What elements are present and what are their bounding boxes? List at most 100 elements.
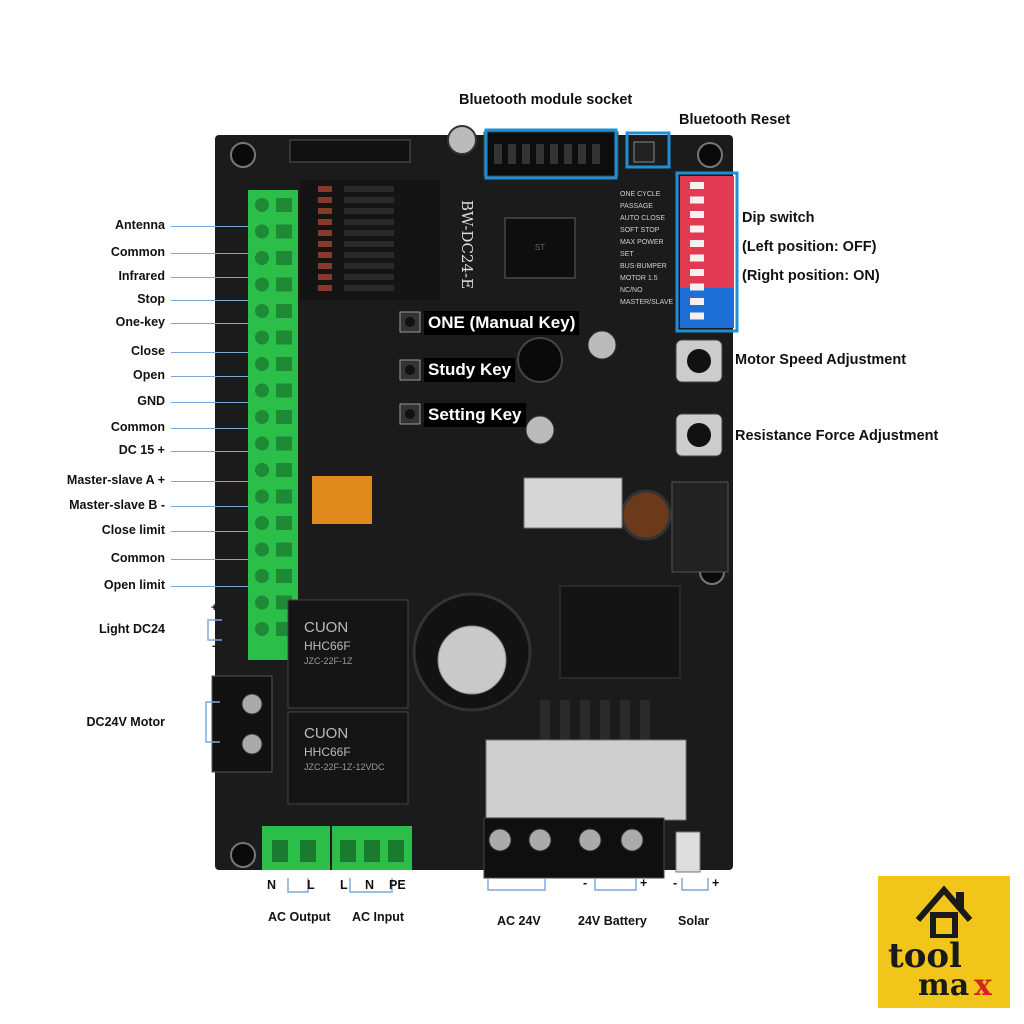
leader-line (171, 300, 248, 301)
dip-toggle (690, 312, 704, 320)
svg-text:JZC-22F-1Z-12VDC: JZC-22F-1Z-12VDC (304, 762, 385, 772)
terminal-slot (276, 304, 292, 318)
left-label: Common (110, 551, 165, 565)
leader-line (171, 402, 248, 403)
left-label: Master-slave B - (69, 498, 165, 512)
indicator-led (318, 274, 332, 280)
one-key-label: ONE (Manual Key) (424, 311, 580, 335)
terminal-screw (255, 489, 269, 504)
regulator (671, 481, 729, 573)
mount-hole-bl (230, 842, 256, 868)
bluetooth-reset-label: Bluetooth Reset (679, 112, 791, 128)
indicator-led (318, 197, 332, 203)
left-label: Light DC24 (99, 622, 165, 636)
terminal-slot (276, 198, 292, 212)
dip-switch-blue (680, 288, 734, 328)
resistor (344, 241, 394, 247)
resistor (344, 263, 394, 269)
terminal-screw (255, 516, 269, 530)
left-label: Master-slave A + (66, 473, 165, 487)
pin-pe-input: PE (389, 878, 406, 892)
leader-line (171, 376, 248, 377)
battery-minus: - (583, 876, 588, 890)
indicator-led (318, 230, 332, 236)
dip-left-label: (Left position: OFF) (742, 239, 877, 255)
left-label: Open limit (103, 578, 165, 592)
solar-connector (675, 831, 701, 873)
leader-line (171, 531, 248, 532)
indicator-led (318, 285, 332, 291)
logo-x: x (974, 968, 992, 1003)
mcu-chip (504, 217, 576, 279)
solar-minus: - (673, 876, 678, 890)
indicator-leds (318, 186, 394, 291)
leader-line (171, 323, 248, 324)
ac24v-label: AC 24V (497, 914, 541, 928)
terminal-slot (276, 410, 292, 424)
terminal-slot (276, 383, 292, 398)
left-label: Close limit (101, 523, 165, 537)
terminal-screw (255, 463, 269, 477)
svg-text:CUON: CUON (304, 725, 348, 742)
left-label: One-key (115, 315, 165, 329)
heatsink-mid (559, 585, 681, 679)
setting-key-label: Setting Key (424, 403, 526, 427)
terminal-slot (276, 330, 292, 345)
house-icon (915, 885, 973, 938)
power-terminal-screws (488, 828, 644, 852)
logo-line1: tool (888, 936, 962, 976)
pin-l-input: L (340, 878, 348, 892)
top-capacitor (447, 125, 477, 155)
board-model: BW-DC24-E (458, 200, 476, 289)
motor-terminal (211, 675, 273, 773)
bluetooth-socket-pins (494, 144, 600, 164)
dip-toggle (690, 240, 704, 247)
pin-l-output: L (307, 878, 315, 892)
resistor (344, 274, 394, 280)
terminal-screw (255, 542, 269, 557)
terminal-screw (255, 436, 269, 451)
dip-toggles (690, 182, 704, 320)
inductor-coil (620, 489, 672, 541)
dip-right-label: (Right position: ON) (742, 268, 880, 284)
light-plus: + (211, 602, 218, 614)
solar-label: Solar (678, 914, 710, 928)
leader-line (171, 481, 248, 482)
antenna-header (289, 139, 411, 163)
terminal-screw (255, 198, 269, 212)
terminal-screws (255, 198, 292, 636)
terminal-slot (276, 489, 292, 504)
terminal-screw (255, 357, 269, 371)
left-label: DC 15 + (118, 443, 165, 457)
terminal-slot (276, 516, 292, 530)
ac-output-label: AC Output (268, 910, 331, 924)
dip-toggle (690, 225, 704, 233)
dip-function-label: SET (620, 251, 634, 258)
dip-toggle (690, 211, 704, 218)
left-label: Antenna (115, 218, 165, 232)
relay-2 (287, 711, 409, 805)
leader-line (171, 451, 248, 452)
terminal-screw (255, 595, 269, 610)
leader-line (171, 226, 248, 227)
left-label: Close (130, 344, 165, 358)
ac-input-label: AC Input (352, 910, 405, 924)
battery-plus: + (640, 876, 648, 890)
ac-terminal-slots (272, 840, 404, 862)
resistor (344, 197, 394, 203)
pin-n-output: N (267, 878, 277, 892)
heatsink-bottom (485, 739, 687, 821)
bluetooth-socket-label: Bluetooth module socket (459, 92, 633, 108)
resistance-label: Resistance Force Adjustment (735, 428, 939, 444)
left-label: Infrared (118, 269, 165, 283)
dip-function-label: MAX POWER (620, 239, 664, 246)
left-label: Stop (137, 292, 165, 306)
svg-text:HHC66F: HHC66F (304, 745, 351, 759)
indicator-led (318, 252, 332, 258)
dip-function-label: PASSAGE (620, 203, 653, 210)
dip-toggle (690, 254, 704, 262)
left-label: Common (110, 420, 165, 434)
dip-toggle (690, 298, 704, 305)
dip-toggle (690, 269, 704, 276)
